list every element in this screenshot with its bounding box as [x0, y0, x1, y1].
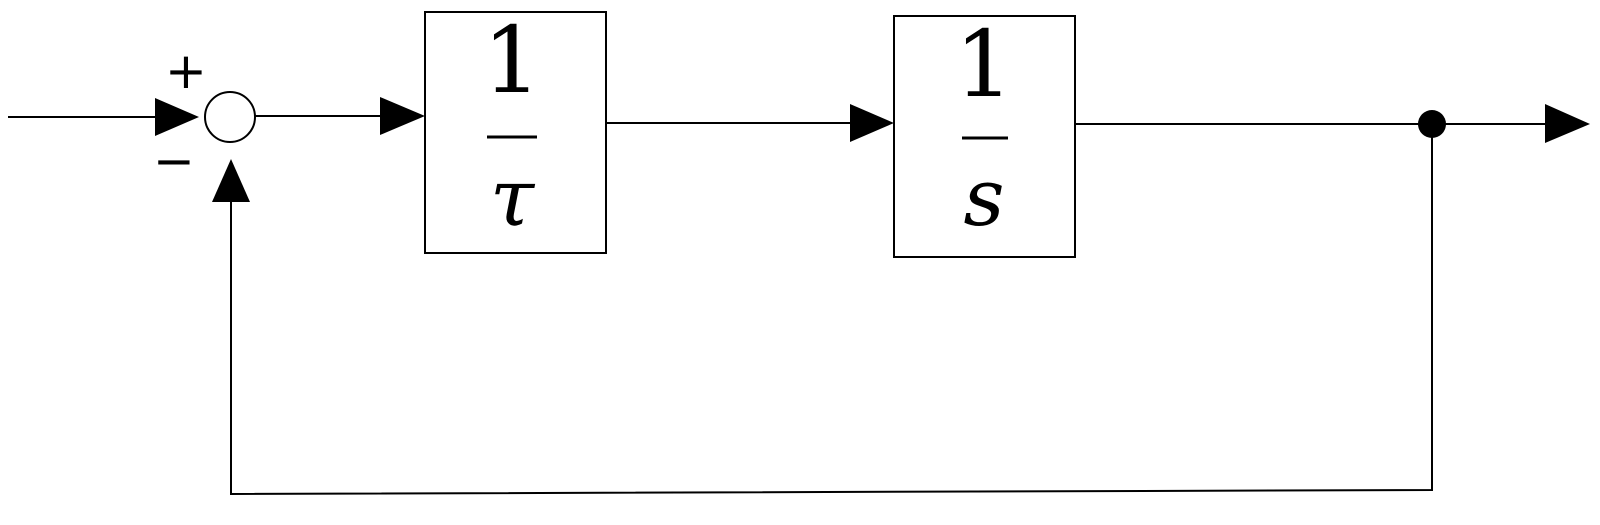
block2-input-arrowhead	[850, 104, 894, 142]
plus-sign: +	[165, 42, 207, 100]
block1-denominator: τ	[490, 151, 536, 244]
block2-denominator: s	[963, 151, 1004, 244]
block2-numerator: 1	[955, 11, 1014, 118]
input-arrowhead	[155, 98, 199, 136]
block1-input-arrowhead	[380, 97, 425, 135]
output-arrowhead	[1545, 104, 1590, 143]
gain-block-tau	[424, 11, 607, 254]
minus-sign: −	[153, 132, 195, 190]
feedback-path-line	[230, 124, 1433, 496]
summing-junction	[204, 91, 256, 143]
block1-numerator: 1	[483, 7, 542, 114]
feedback-arrowhead	[212, 159, 250, 202]
